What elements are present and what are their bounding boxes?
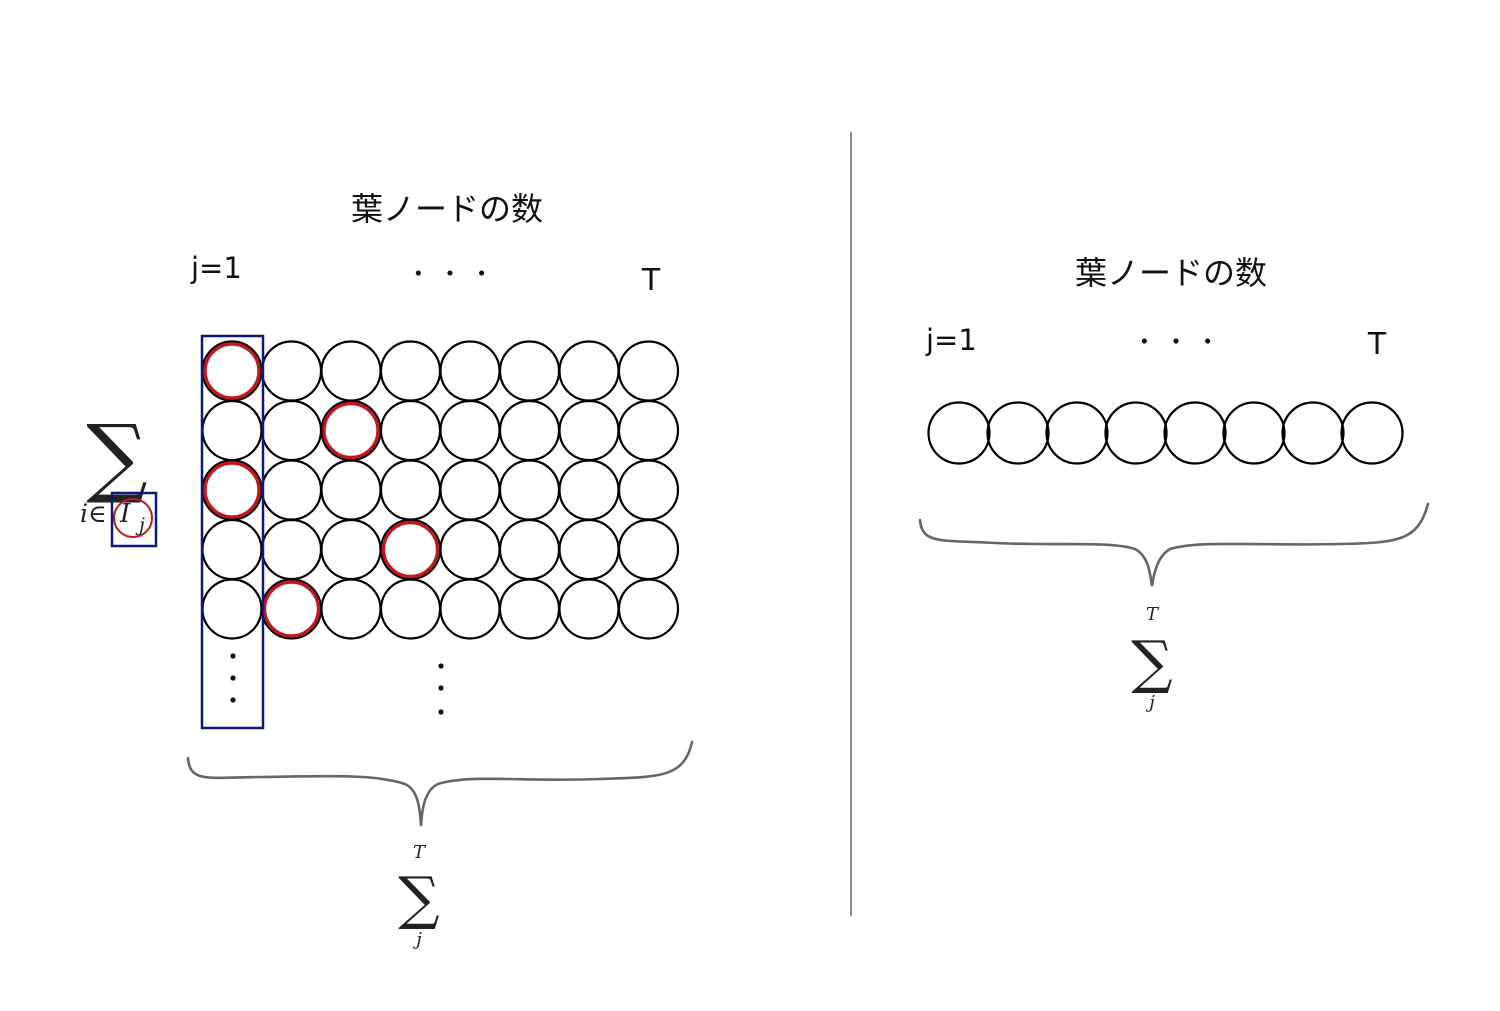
left-index-dots: ・ ・ ・: [406, 260, 493, 288]
leaf-node-circle: [498, 518, 561, 581]
leaf-node-circle: [260, 459, 323, 521]
leaf-node-circle: [617, 459, 680, 521]
leaf-node-circle: [1340, 401, 1404, 465]
leaf-node-circle: [439, 340, 501, 402]
leaf-node-circle: [1281, 401, 1345, 465]
leaf-node-circle: [379, 518, 442, 581]
dot: [230, 675, 236, 681]
leaf-node-circle: [320, 578, 382, 640]
column-highlight-box: [200, 334, 265, 730]
leaf-node-circle: [439, 578, 501, 640]
leaf-node-circle: [201, 340, 263, 402]
leaf-node-circle: [439, 399, 501, 462]
leaf-node-circle: [1104, 401, 1168, 465]
leaf-node-circle: [439, 518, 501, 581]
inner-sum-sub-j: j: [135, 514, 145, 536]
dot: [230, 697, 236, 703]
highlighted-leaf-node: [322, 401, 380, 460]
highlighted-leaf-node: [203, 342, 261, 400]
dot: [438, 709, 444, 715]
leaf-node-circle: [927, 401, 991, 465]
left-panel: 葉ノードの数 j=1 ・ ・ ・ T ∑ i∈ I j T: [80, 190, 694, 950]
leaf-node-circle: [558, 578, 620, 640]
left-curly-brace: [186, 740, 694, 827]
leaf-node-circle: [617, 578, 680, 640]
leaf-node-circle: [260, 340, 323, 402]
dot: [230, 653, 236, 659]
leaf-node-circle: [379, 459, 442, 521]
left-sum-bottom: j: [412, 929, 422, 950]
inner-sum-sub-i: i∈: [80, 499, 107, 528]
leaf-node-circle: [617, 340, 680, 402]
leaf-node-circle: [201, 399, 263, 462]
leaf-node-circle: [260, 399, 323, 462]
right-index-end: T: [1367, 327, 1387, 362]
leaf-node-circle: [558, 399, 620, 462]
right-panel: 葉ノードの数 j=1 ・ ・ ・ T T ∑ j: [918, 254, 1430, 713]
dot: [438, 685, 444, 691]
right-sum-top: T: [1146, 604, 1160, 625]
leaf-node-circle: [320, 518, 382, 581]
leaf-node-circle: [439, 459, 501, 521]
leaf-node-circle: [498, 459, 561, 521]
inner-sum-sub-I: I: [119, 499, 131, 529]
right-circle-row: [927, 401, 1404, 465]
left-vertical-dots: [230, 653, 444, 715]
right-header: 葉ノードの数: [1075, 254, 1267, 292]
left-outer-sum: T ∑ j: [398, 842, 439, 950]
left-header: 葉ノードの数: [351, 190, 543, 228]
leaf-node-circle: [260, 518, 323, 581]
left-circle-grid: [201, 340, 680, 640]
right-curly-brace: [918, 502, 1430, 587]
leaf-node-circle: [498, 340, 561, 402]
dot: [438, 663, 444, 669]
leaf-node-circle: [320, 459, 382, 521]
leaf-node-circle: [558, 459, 620, 521]
leaf-node-circle: [201, 459, 263, 521]
leaf-node-circle: [617, 518, 680, 581]
highlighted-leaf-node: [262, 580, 321, 638]
right-index-start: j=1: [925, 323, 977, 357]
index-set-box: [110, 491, 158, 548]
leaf-node-circle: [558, 340, 620, 402]
left-index-end: T: [641, 263, 661, 298]
leaf-node-circle: [498, 399, 561, 462]
leaf-node-circle: [379, 578, 442, 640]
leaf-node-circle: [1222, 401, 1286, 465]
right-sum-bottom: j: [1145, 692, 1155, 713]
leaf-node-circle: [617, 399, 680, 462]
leaf-node-circle: [986, 401, 1050, 465]
leaf-node-circle: [201, 578, 263, 640]
leaf-node-circle: [1163, 401, 1227, 465]
leaf-node-circle: [201, 518, 263, 581]
leaf-node-circle: [1045, 401, 1109, 465]
highlighted-leaf-node: [381, 520, 440, 579]
leaf-node-circle: [498, 578, 561, 640]
leaf-node-circle: [558, 518, 620, 581]
right-index-dots: ・ ・ ・: [1132, 328, 1219, 356]
leaf-node-circle: [379, 399, 442, 462]
right-sum-symbol: ∑: [1131, 628, 1172, 696]
right-sum: T ∑ j: [1131, 604, 1172, 713]
inner-sum-symbol: ∑: [86, 407, 147, 507]
inner-sum-formula: ∑ i∈ I j: [80, 407, 158, 548]
leaf-node-circle: [260, 578, 323, 640]
left-sum-top: T: [413, 842, 427, 863]
left-index-start: j=1: [190, 251, 242, 285]
leaf-node-circle: [320, 340, 382, 402]
highlighted-leaf-node: [203, 461, 261, 519]
index-set-circle: [113, 498, 153, 538]
leaf-node-circle: [379, 340, 442, 402]
left-sum-symbol: ∑: [398, 864, 439, 932]
leaf-node-circle: [320, 399, 382, 462]
